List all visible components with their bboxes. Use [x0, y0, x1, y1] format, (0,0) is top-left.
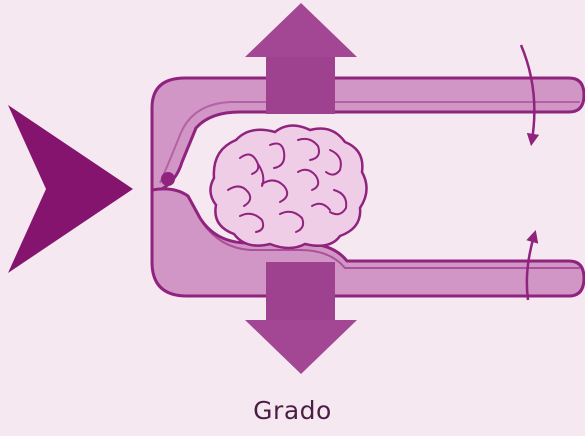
clamp-upper-arm [150, 76, 585, 192]
top-arrow-icon [245, 3, 357, 114]
pivot-icon [161, 172, 175, 186]
clamp-upper-inner-edge [159, 101, 580, 184]
diagram-caption: Grado [253, 396, 332, 425]
clamp-lower-arm [150, 187, 585, 298]
rotation-bottom-icon [525, 230, 539, 301]
left-chevron-icon [8, 105, 133, 273]
clamp-lower-inner-edge [201, 221, 580, 269]
rotation-top-icon [519, 44, 540, 147]
bottom-arrow-icon [245, 262, 357, 374]
top-arrow-shade [266, 57, 335, 114]
bottom-arrow-shade [266, 262, 335, 320]
brain-icon [209, 124, 368, 250]
